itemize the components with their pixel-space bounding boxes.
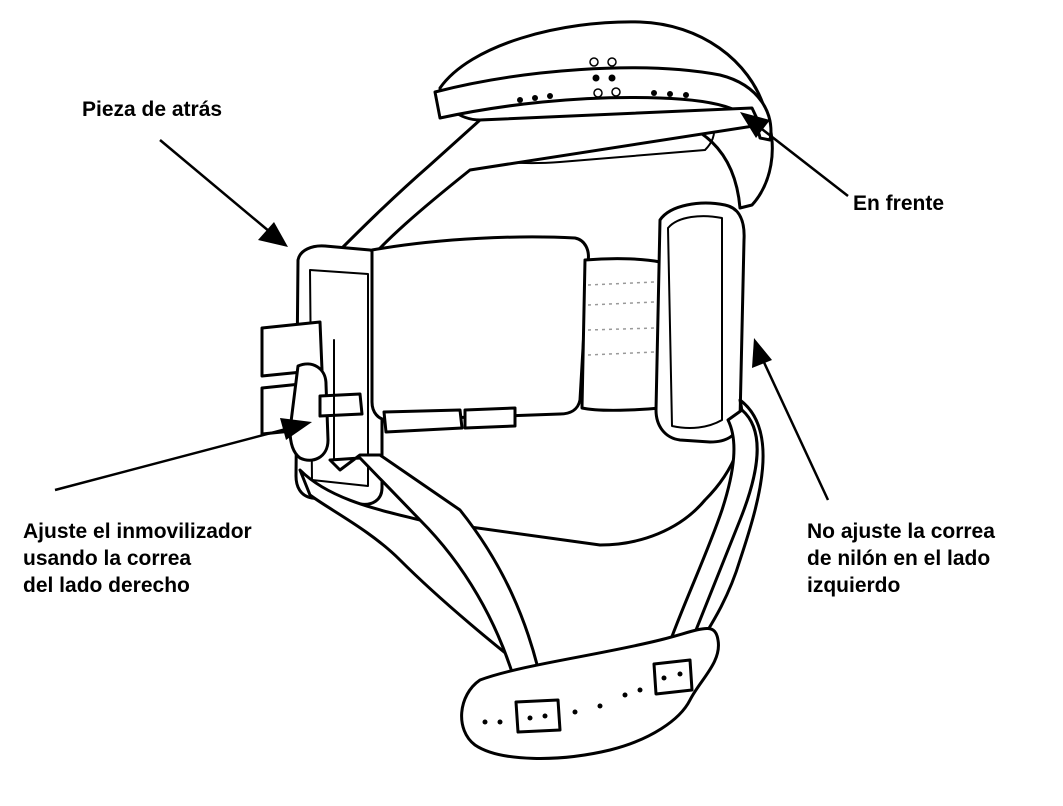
label-no-adjust-left: No ajuste la correa de nilón en el lado …	[807, 518, 995, 599]
nylon-band	[370, 235, 662, 434]
label-adjust-line-1: Ajuste el inmovilizador	[23, 520, 252, 543]
label-no-adjust-line-1: No ajuste la correa	[807, 520, 995, 543]
back-plate	[260, 244, 384, 506]
arrow-back-piece	[159, 139, 288, 247]
top-strap	[433, 57, 773, 142]
label-no-adjust-line-3: izquierdo	[807, 574, 901, 597]
arrow-no-adjust-left	[752, 338, 830, 501]
lower-shell	[298, 398, 765, 682]
label-back-piece-text: Pieza de atrás	[82, 98, 223, 121]
label-adjust-line-3: del lado derecho	[23, 574, 190, 597]
base-plate	[460, 626, 720, 760]
arrow-front	[740, 112, 849, 197]
label-front-text: En frente	[853, 192, 945, 215]
label-front: En frente	[853, 190, 944, 217]
arrow-adjust-right	[54, 418, 312, 492]
label-adjust-line-2: usando la correa	[23, 547, 192, 570]
label-no-adjust-line-2: de nilón en el lado	[807, 547, 991, 570]
label-adjust-right: Ajuste el inmovilizador usando la correa…	[23, 518, 252, 599]
front-pad	[654, 201, 746, 444]
label-back-piece: Pieza de atrás	[82, 96, 222, 123]
